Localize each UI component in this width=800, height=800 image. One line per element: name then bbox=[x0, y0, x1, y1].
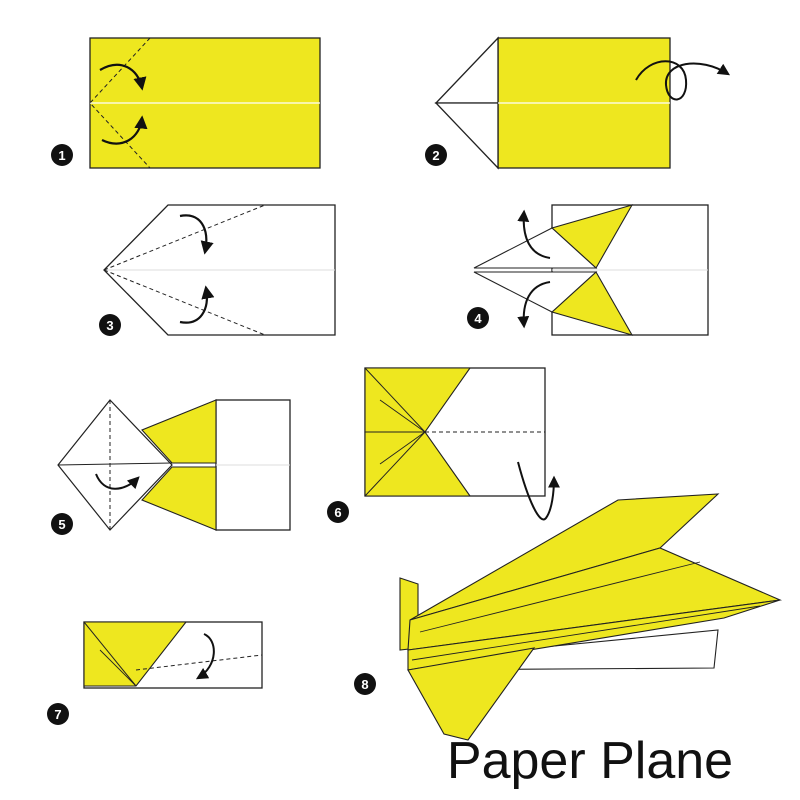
step-5: 5 bbox=[51, 399, 291, 535]
fold-arrow-right-icon bbox=[95, 473, 140, 490]
step-badge bbox=[47, 703, 69, 725]
step-3: 3 bbox=[99, 204, 336, 336]
fold-arrow-up-icon bbox=[179, 285, 215, 324]
step-number: 8 bbox=[361, 677, 368, 692]
step-number: 7 bbox=[54, 707, 61, 722]
step-7: 7 bbox=[47, 621, 263, 725]
step-badge bbox=[327, 501, 349, 523]
step-1: 1 bbox=[51, 37, 321, 169]
step-4: 4 bbox=[467, 204, 709, 336]
fold-arrow-down-icon bbox=[517, 281, 551, 329]
step-badge bbox=[51, 144, 73, 166]
step-number: 3 bbox=[106, 318, 113, 333]
step-badge bbox=[99, 314, 121, 336]
step-badge bbox=[467, 307, 489, 329]
step-8-finished-plane: 8 bbox=[354, 493, 783, 741]
fold-arrow-down-icon bbox=[195, 633, 215, 680]
fold-arrow-up-icon bbox=[101, 115, 148, 145]
diagram-title: Paper Plane bbox=[447, 732, 733, 790]
fold-arrow-down-icon bbox=[99, 63, 147, 91]
step-number: 1 bbox=[58, 148, 65, 163]
step-2: 2 bbox=[425, 36, 731, 170]
fold-behind-arrow-icon bbox=[517, 461, 560, 521]
turn-over-arrow-icon bbox=[635, 60, 731, 101]
step-number: 2 bbox=[432, 148, 439, 163]
fold-arrow-up-icon bbox=[517, 209, 551, 259]
step-badge bbox=[51, 513, 73, 535]
step-number: 4 bbox=[474, 311, 482, 326]
fold-arrow-down-icon bbox=[179, 214, 214, 255]
step-badge bbox=[425, 144, 447, 166]
step-number: 6 bbox=[334, 505, 341, 520]
step-badge bbox=[354, 673, 376, 695]
step-number: 5 bbox=[58, 517, 65, 532]
step-6: 6 bbox=[327, 367, 560, 523]
